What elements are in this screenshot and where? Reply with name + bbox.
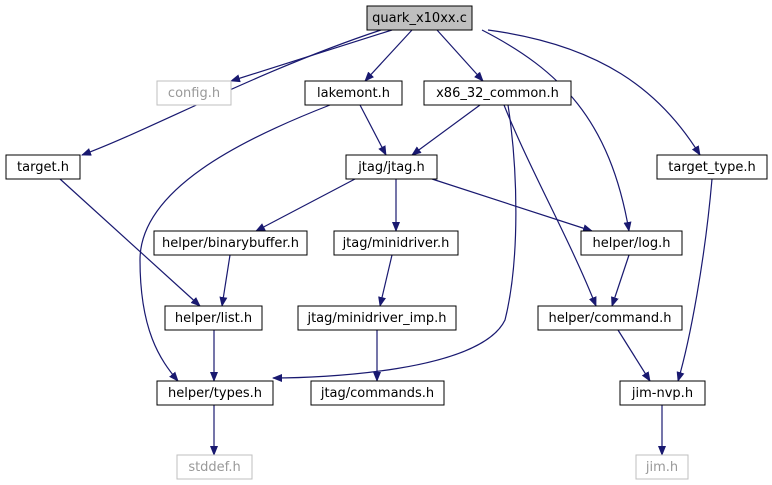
node-config-h[interactable]: config.h xyxy=(156,80,232,106)
edge-x86common-to-jtag xyxy=(411,104,481,156)
edge-quark-to-x86common xyxy=(436,29,484,82)
node-label: jtag/minidriver_imp.h xyxy=(306,311,446,326)
edges-layer xyxy=(59,29,713,456)
node-x86-32-common-h[interactable]: x86_32_common.h xyxy=(423,80,572,106)
node-label: target_type.h xyxy=(668,160,755,175)
node-label: stddef.h xyxy=(188,460,240,475)
node-label: x86_32_common.h xyxy=(436,86,559,101)
node-label: lakemont.h xyxy=(317,86,390,101)
node-helper-binarybuffer-h[interactable]: helper/binarybuffer.h xyxy=(153,230,308,256)
edge-quark-to-lakemont xyxy=(364,29,413,82)
node-jtag-commands-h[interactable]: jtag/commands.h xyxy=(310,380,445,406)
node-label: jtag/commands.h xyxy=(320,386,434,401)
node-label: jtag/minidriver.h xyxy=(342,236,450,251)
node-helper-list-h[interactable]: helper/list.h xyxy=(164,305,263,331)
node-label: jim.h xyxy=(645,460,678,475)
node-jtag-minidriver-imp-h[interactable]: jtag/minidriver_imp.h xyxy=(297,305,457,331)
node-label: jtag/jtag.h xyxy=(357,160,425,175)
node-label: quark_x10xx.c xyxy=(372,11,467,26)
nodes-layer: quark_x10xx.c config.h lakemont.h x86_32… xyxy=(5,5,768,480)
node-label: helper/list.h xyxy=(175,311,252,326)
node-stddef-h[interactable]: stddef.h xyxy=(176,454,253,480)
node-helper-log-h[interactable]: helper/log.h xyxy=(580,230,683,256)
edge-jtag-to-binbuf xyxy=(255,178,356,232)
edge-log-to-command xyxy=(611,254,630,307)
edge-minidriver-to-minidriverimp xyxy=(378,254,393,307)
node-jim-h[interactable]: jim.h xyxy=(635,454,689,480)
edge-binbuf-to-list xyxy=(219,254,231,307)
edge-x86common-to-types xyxy=(272,104,517,382)
node-lakemont-h[interactable]: lakemont.h xyxy=(304,80,403,106)
node-label: jim-nvp.h xyxy=(631,386,693,401)
edge-jtag-to-log xyxy=(431,178,593,233)
node-target-h[interactable]: target.h xyxy=(5,154,81,180)
edge-quark-to-targettype xyxy=(487,29,701,156)
node-label: target.h xyxy=(17,160,69,175)
node-label: helper/binarybuffer.h xyxy=(162,236,299,251)
node-jtag-jtag-h[interactable]: jtag/jtag.h xyxy=(345,154,438,180)
node-target-type-h[interactable]: target_type.h xyxy=(656,154,768,180)
edge-quark-to-log xyxy=(481,29,632,232)
edge-x86common-to-command xyxy=(503,104,597,307)
node-label: helper/log.h xyxy=(592,236,670,251)
edge-targettype-to-jimnvp xyxy=(676,178,713,382)
node-jtag-minidriver-h[interactable]: jtag/minidriver.h xyxy=(333,230,459,256)
node-quark-x10xx-c[interactable]: quark_x10xx.c xyxy=(366,5,473,31)
edge-command-to-jimnvp xyxy=(617,329,651,382)
node-helper-command-h[interactable]: helper/command.h xyxy=(537,305,683,331)
edge-lakemont-to-jtag xyxy=(359,104,387,156)
node-label: helper/command.h xyxy=(548,311,671,326)
node-label: config.h xyxy=(168,86,220,101)
edge-lakemont-to-types xyxy=(139,104,331,382)
node-label: helper/types.h xyxy=(168,386,262,401)
node-helper-types-h[interactable]: helper/types.h xyxy=(156,380,274,406)
edge-target-to-list xyxy=(59,178,201,307)
node-jim-nvp-h[interactable]: jim-nvp.h xyxy=(619,380,706,406)
